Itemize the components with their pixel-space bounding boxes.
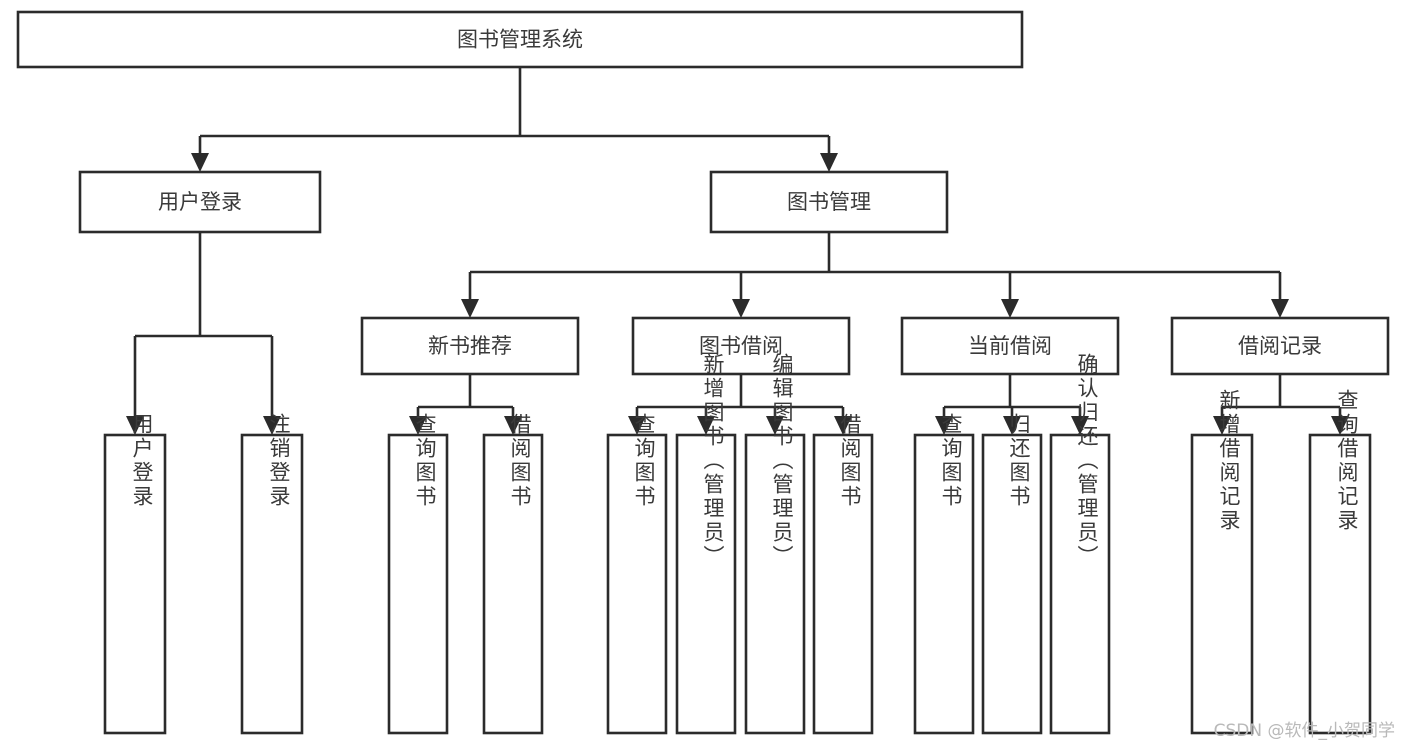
leaf-box[interactable]	[675, 433, 737, 735]
group-arrow	[766, 416, 784, 435]
leaf-label: 查询图书	[939, 413, 963, 509]
login-arrow	[126, 416, 144, 435]
leaf-box[interactable]	[482, 433, 544, 735]
level3-label: 新书推荐	[428, 334, 512, 358]
level3-label: 借阅记录	[1238, 334, 1322, 358]
leaf-node[interactable]: 借阅图书	[812, 413, 874, 735]
leaf-label: 借阅图书	[508, 413, 532, 509]
manage-arrow	[1271, 299, 1289, 318]
level2-node[interactable]: 图书管理	[709, 170, 949, 234]
manage-arrow	[732, 299, 750, 318]
leaf-box[interactable]	[1049, 433, 1111, 735]
leaf-box[interactable]	[387, 433, 449, 735]
leaf-label: 编辑图书（管理员）	[770, 353, 794, 569]
leaf-box[interactable]	[1190, 433, 1254, 735]
leaf-node[interactable]: 查询图书	[606, 413, 668, 735]
root-box[interactable]	[16, 10, 1024, 69]
group-arrow	[504, 416, 522, 435]
root-arrow	[191, 153, 209, 172]
leaf-node[interactable]: 注销登录	[240, 413, 304, 735]
level2-label: 图书管理	[787, 190, 871, 214]
leaf-node[interactable]: 编辑图书（管理员）	[744, 353, 806, 735]
group-arrow	[697, 416, 715, 435]
group-arrow	[1213, 416, 1231, 435]
manage-arrow	[1001, 299, 1019, 318]
leaf-label: 查询图书	[413, 413, 437, 509]
boxes-layer: 图书管理系统用户登录图书管理新书推荐图书借阅当前借阅借阅记录用户登录注销登录查询…	[16, 10, 1390, 735]
leaf-node[interactable]: 确认归还（管理员）	[1049, 353, 1111, 735]
leaf-node[interactable]: 借阅图书	[482, 413, 544, 735]
leaf-box[interactable]	[240, 433, 304, 735]
group-arrow	[834, 416, 852, 435]
leaf-node[interactable]: 新增图书（管理员）	[675, 353, 737, 735]
leaf-node[interactable]: 用户登录	[103, 413, 167, 735]
leaf-box[interactable]	[744, 433, 806, 735]
manage-arrow	[461, 299, 479, 318]
root-arrow	[820, 153, 838, 172]
level3-node[interactable]: 新书推荐	[360, 316, 580, 376]
group-arrow	[1003, 416, 1021, 435]
leaf-box[interactable]	[1308, 433, 1372, 735]
level3-box[interactable]	[360, 316, 580, 376]
leaf-node[interactable]: 查询图书	[913, 413, 975, 735]
leaf-box[interactable]	[812, 433, 874, 735]
leaf-node[interactable]: 查询借阅记录	[1308, 389, 1372, 735]
level3-box[interactable]	[631, 316, 851, 376]
leaf-box[interactable]	[103, 433, 167, 735]
leaf-label: 新增借阅记录	[1217, 389, 1241, 533]
watermark-text: CSDN @软件_小贺同学	[1213, 721, 1395, 741]
level3-node[interactable]: 借阅记录	[1170, 316, 1390, 376]
leaf-node[interactable]: 新增借阅记录	[1190, 389, 1254, 735]
leaf-node[interactable]: 归还图书	[981, 413, 1043, 735]
group-arrow	[935, 416, 953, 435]
root-node[interactable]: 图书管理系统	[16, 10, 1024, 69]
leaf-label: 确认归还（管理员）	[1075, 353, 1099, 569]
level2-node[interactable]: 用户登录	[78, 170, 322, 234]
leaf-label: 注销登录	[267, 413, 291, 509]
level3-box[interactable]	[1170, 316, 1390, 376]
level3-label: 当前借阅	[968, 334, 1052, 358]
leaf-label: 用户登录	[130, 413, 154, 509]
level2-box[interactable]	[78, 170, 322, 234]
leaf-box[interactable]	[606, 433, 668, 735]
leaf-node[interactable]: 查询图书	[387, 413, 449, 735]
level3-label: 图书借阅	[699, 334, 783, 358]
leaf-label: 借阅图书	[838, 413, 862, 509]
login-arrow	[263, 416, 281, 435]
leaf-label: 归还图书	[1007, 413, 1031, 509]
connectors-layer	[126, 67, 1349, 435]
leaf-box[interactable]	[913, 433, 975, 735]
group-arrow	[628, 416, 646, 435]
leaf-label: 查询图书	[632, 413, 656, 509]
group-arrow	[1071, 416, 1089, 435]
level2-label: 用户登录	[158, 190, 242, 214]
leaf-label: 新增图书（管理员）	[701, 353, 725, 569]
level3-box[interactable]	[900, 316, 1120, 376]
leaf-label: 查询借阅记录	[1335, 389, 1359, 533]
leaf-box[interactable]	[981, 433, 1043, 735]
level3-node[interactable]: 图书借阅	[631, 316, 851, 376]
group-arrow	[409, 416, 427, 435]
level2-box[interactable]	[709, 170, 949, 234]
group-arrow	[1331, 416, 1349, 435]
root-label: 图书管理系统	[457, 28, 583, 52]
level3-node[interactable]: 当前借阅	[900, 316, 1120, 376]
